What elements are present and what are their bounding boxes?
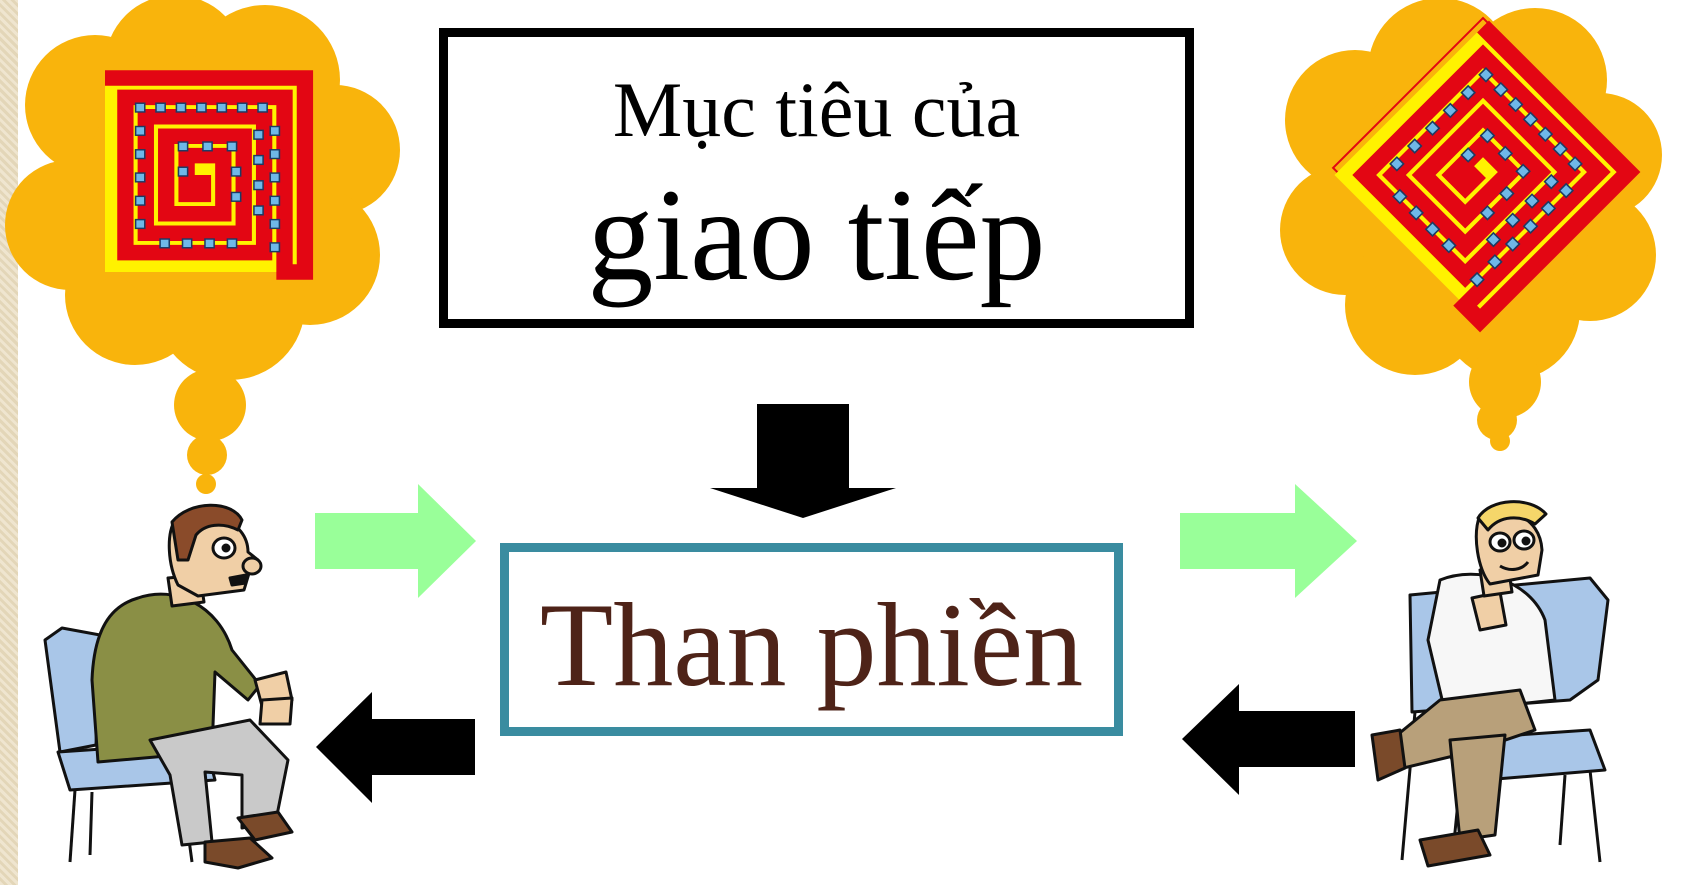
rotated-maze-thought-icon [1330,16,1635,323]
seated-listener-icon [1370,500,1610,868]
goal-title-line1: Mục tiêu của [612,66,1021,153]
speaker-send-arrow [315,484,476,598]
listener-feedback-arrow [1182,684,1355,795]
topic-feedback-arrow [316,692,475,803]
topic-send-arrow [1180,484,1357,598]
message-topic-label: Than phiền [539,578,1084,711]
goal-title-line2: giao tiếp [587,161,1046,308]
arrow-down-icon [710,404,896,518]
communication-goal-box: Mục tiêu của giao tiếp [439,28,1194,328]
maze-thought-icon [105,78,309,272]
message-topic-box: Than phiền [500,543,1123,736]
seated-speaker-icon [43,503,294,870]
